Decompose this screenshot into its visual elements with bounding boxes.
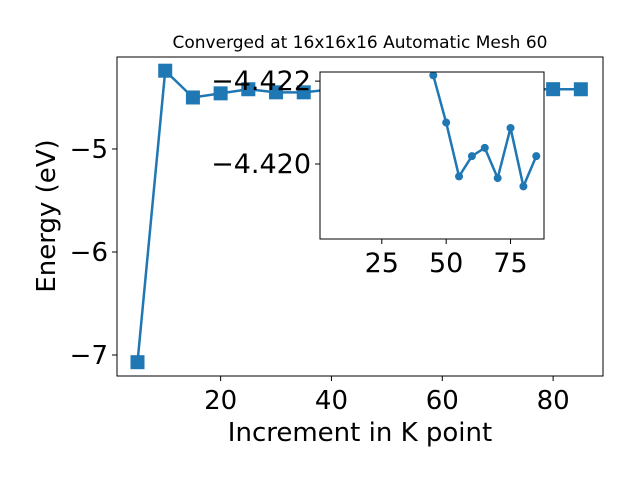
x-axis-label: Increment in K point	[228, 418, 492, 448]
inset-data-point	[480, 143, 489, 152]
y-tick-label: −7	[70, 341, 108, 371]
chart-title: Converged at 16x16x16 Automatic Mesh 60	[173, 33, 548, 53]
inset-data-point	[532, 152, 541, 161]
data-point	[546, 82, 561, 97]
inset-background	[320, 72, 544, 239]
inset-data-point	[455, 172, 464, 181]
data-point	[130, 355, 145, 370]
data-point	[573, 82, 588, 97]
inset-axes-frame	[319, 71, 545, 240]
inset-x-tick-label: 50	[429, 248, 463, 279]
inset-y-tick-label: −4.422	[211, 66, 311, 97]
inset-data-point	[493, 174, 502, 183]
data-point	[213, 86, 228, 101]
inset-series	[429, 72, 541, 191]
inset-data-point	[506, 123, 515, 132]
inset-y-tick-label: −4.420	[211, 149, 311, 180]
inset-data-point	[467, 152, 476, 161]
data-point	[158, 63, 173, 78]
inset-data-point	[442, 118, 451, 127]
inset-data-point	[429, 72, 438, 80]
inset-x-tick-label: 75	[493, 248, 527, 279]
data-point	[296, 85, 311, 100]
axes-frame	[116, 56, 604, 377]
x-tick-label: 20	[204, 386, 237, 416]
y-axis-label: Energy (eV)	[32, 139, 62, 292]
y-tick-label: −6	[70, 238, 108, 268]
data-point	[241, 82, 256, 97]
data-point	[269, 85, 284, 100]
data-point	[185, 90, 200, 105]
inset-data-point	[519, 182, 528, 191]
y-tick-label: −5	[70, 135, 108, 165]
x-tick-label: 80	[537, 386, 570, 416]
inset-x-tick-label: 25	[365, 248, 399, 279]
x-tick-label: 60	[426, 386, 459, 416]
x-tick-label: 40	[315, 386, 348, 416]
